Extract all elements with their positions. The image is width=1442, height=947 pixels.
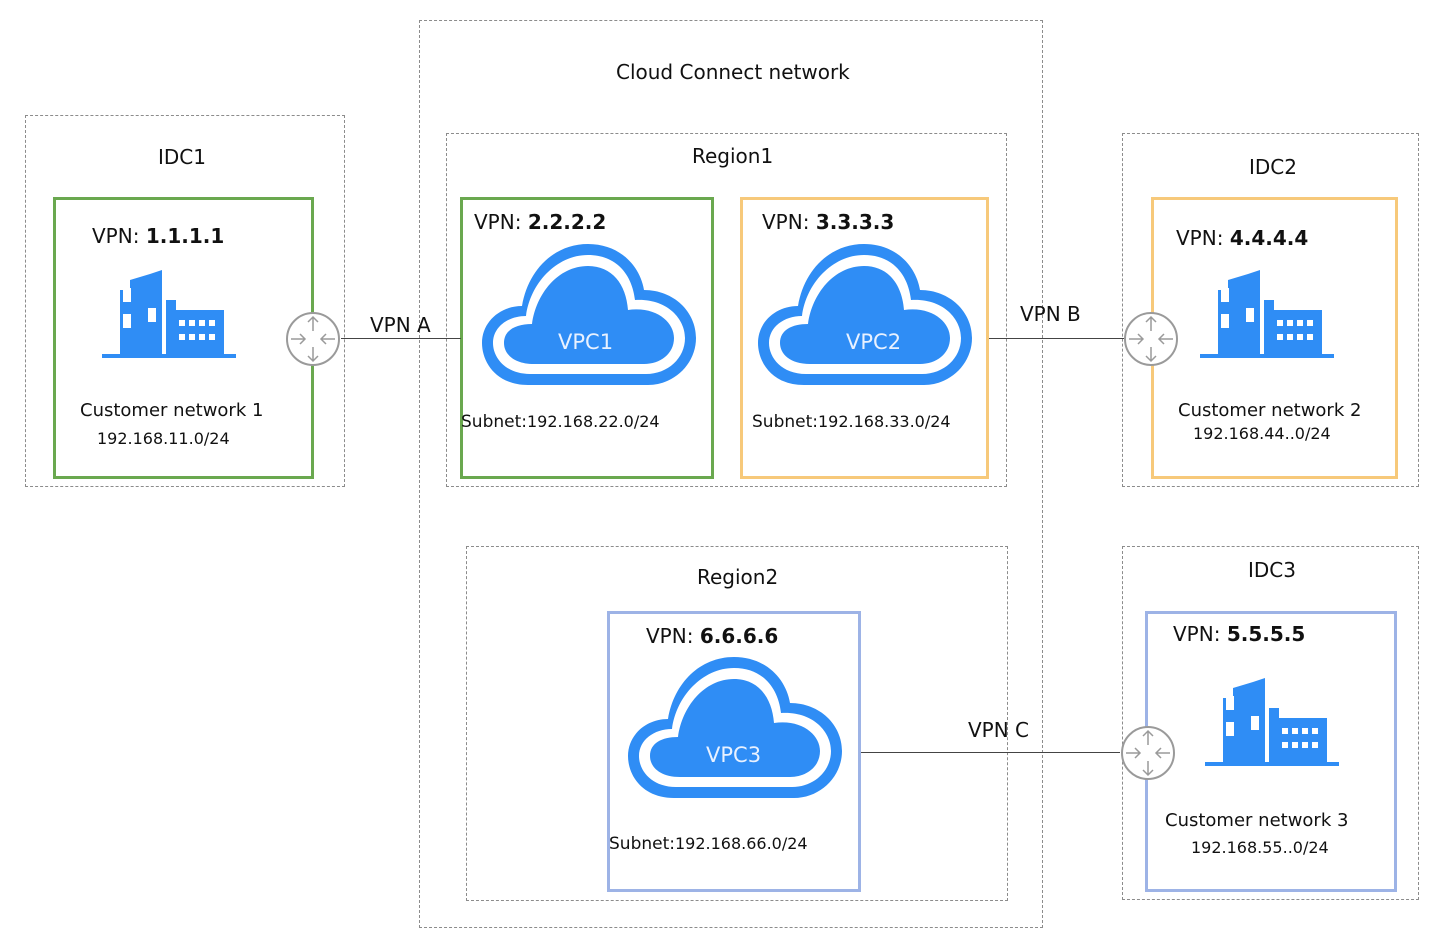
router-icon <box>1121 726 1175 780</box>
idc3-vpn: VPN: 5.5.5.5 <box>1173 622 1306 646</box>
region1-title: Region1 <box>692 144 774 168</box>
region1-container <box>446 133 1007 487</box>
region2-container <box>466 546 1008 901</box>
vpc2-subnet: Subnet:192.168.33.0/24 <box>752 412 951 432</box>
vpn-b-label: VPN B <box>1020 302 1081 326</box>
cloud-connect-network <box>419 20 1043 928</box>
cloud-icon <box>758 244 972 385</box>
vpn-b-line <box>989 338 1124 339</box>
vpc1-name: VPC1 <box>558 330 614 354</box>
router-icon <box>286 312 340 366</box>
vpc2-name: VPC2 <box>846 330 902 354</box>
idc3-container <box>1122 546 1419 900</box>
vpc1-box <box>460 197 714 479</box>
idc1-vpn: VPN: 1.1.1.1 <box>92 224 225 248</box>
building-icon <box>102 270 236 358</box>
vpn-a-label: VPN A <box>370 313 431 337</box>
idc2-vpn: VPN: 4.4.4.4 <box>1176 226 1309 250</box>
region2-title: Region2 <box>697 565 779 589</box>
vpc1-subnet: Subnet:192.168.22.0/24 <box>461 412 660 432</box>
idc1-title: IDC1 <box>158 145 206 169</box>
vpc1-vpn: VPN: 2.2.2.2 <box>474 210 607 234</box>
idc2-container <box>1122 133 1419 487</box>
customer-network-2-cidr: 192.168.44..0/24 <box>1193 424 1331 443</box>
building-icon <box>1200 270 1334 358</box>
idc3-title: IDC3 <box>1248 558 1296 582</box>
router-icon <box>1124 312 1178 366</box>
customer-network-1-cidr: 192.168.11.0/24 <box>97 429 230 448</box>
customer-network-2-name: Customer network 2 <box>1178 400 1362 421</box>
vpc2-vpn: VPN: 3.3.3.3 <box>762 210 895 234</box>
cloud-icon <box>482 244 696 385</box>
customer-network-3-cidr: 192.168.55..0/24 <box>1191 838 1329 857</box>
idc2-title: IDC2 <box>1249 155 1297 179</box>
vpc2-box <box>740 197 989 479</box>
cloud-icon <box>628 657 842 798</box>
vpc3-vpn: VPN: 6.6.6.6 <box>646 624 779 648</box>
vpc3-box <box>607 611 861 892</box>
building-icon <box>1205 678 1339 766</box>
vpn-c-label: VPN C <box>968 718 1030 742</box>
cloud-connect-title: Cloud Connect network <box>616 60 850 84</box>
vpc3-name: VPC3 <box>706 743 762 767</box>
vpc3-subnet: Subnet:192.168.66.0/24 <box>609 834 808 854</box>
idc1-container <box>25 115 345 487</box>
customer-network-3-name: Customer network 3 <box>1165 810 1349 831</box>
vpn-a-line <box>341 338 461 339</box>
customer-network-1-name: Customer network 1 <box>80 400 264 421</box>
vpn-c-line <box>861 752 1120 753</box>
